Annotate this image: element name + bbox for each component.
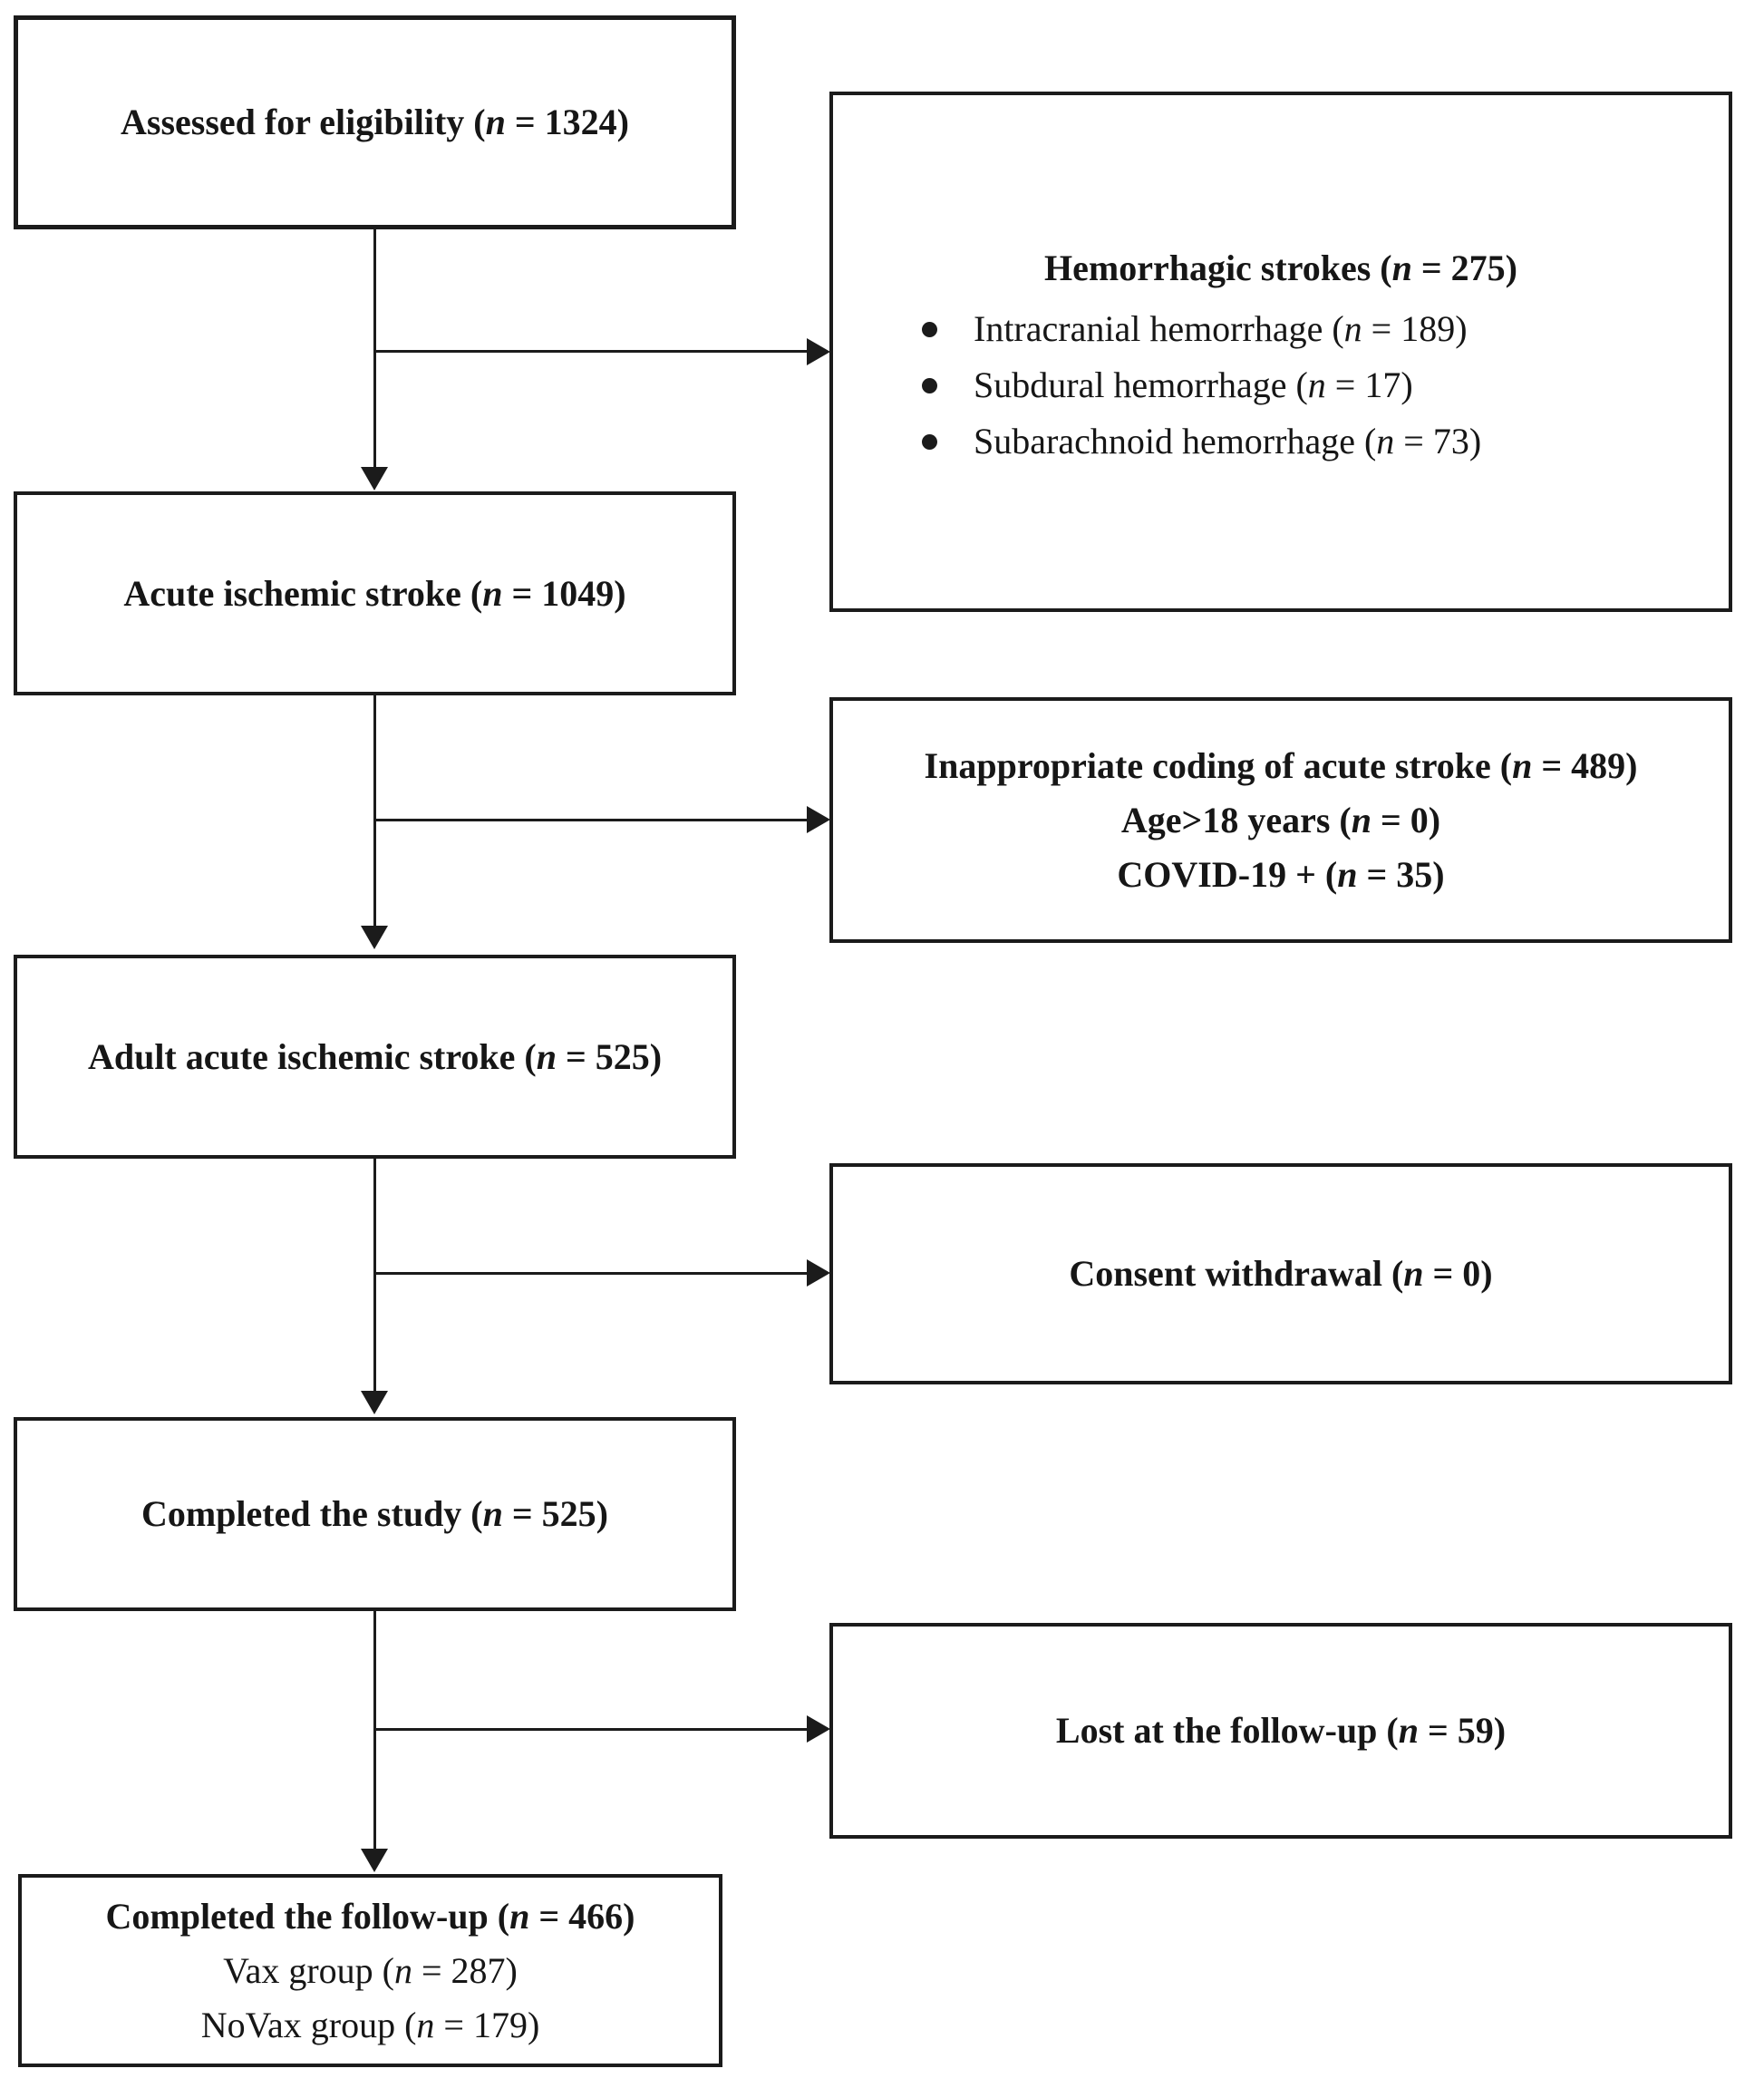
bullet-icon — [922, 433, 937, 450]
subarachnoid-hemorrhage-label: Subarachnoid hemorrhage (n = 73) — [974, 421, 1482, 461]
arrowhead-down-1-icon — [361, 467, 388, 490]
branch-to-lost-followup — [373, 1728, 809, 1731]
inappropriate-coding-label: Inappropriate coding of acute stroke (n … — [924, 744, 1638, 786]
completed-study-label: Completed the study (n = 525) — [141, 1493, 609, 1534]
branch-to-inappropriate-coding — [373, 819, 809, 821]
branch-to-hemorrhagic — [373, 350, 809, 353]
consent-withdrawal-label: Consent withdrawal (n = 0) — [1069, 1253, 1493, 1294]
hemorrhagic-strokes-title: Hemorrhagic strokes (n = 275) — [1044, 248, 1517, 288]
bullet-icon — [922, 377, 937, 393]
subdural-hemorrhage-label: Subdural hemorrhage (n = 17) — [974, 364, 1413, 405]
bullet-item-intracranial: Intracranial hemorrhage (n = 189) — [922, 308, 1468, 350]
arrowhead-right-2-icon — [807, 806, 830, 833]
covid-positive-label: COVID-19 + (n = 35) — [1117, 853, 1445, 895]
box-adult-acute-ischemic-stroke: Adult acute ischemic stroke (n = 525) — [14, 955, 736, 1159]
connector-down-2 — [373, 695, 376, 929]
box-inappropriate-coding: Inappropriate coding of acute stroke (n … — [829, 697, 1732, 943]
box-completed-study: Completed the study (n = 525) — [14, 1417, 736, 1611]
intracranial-hemorrhage-label: Intracranial hemorrhage (n = 189) — [974, 308, 1468, 349]
assessed-eligibility-label: Assessed for eligibility (n = 1324) — [121, 102, 629, 142]
arrowhead-right-1-icon — [807, 338, 830, 365]
arrowhead-down-3-icon — [361, 1391, 388, 1414]
bullet-item-subarachnoid: Subarachnoid hemorrhage (n = 73) — [922, 421, 1481, 462]
bullet-icon — [922, 321, 937, 337]
arrowhead-right-3-icon — [807, 1259, 830, 1287]
box-acute-ischemic-stroke: Acute ischemic stroke (n = 1049) — [14, 491, 736, 695]
box-lost-followup: Lost at the follow-up (n = 59) — [829, 1623, 1732, 1839]
box-completed-followup: Completed the follow-up (n = 466) Vax gr… — [18, 1874, 722, 2067]
branch-to-consent-withdrawal — [373, 1272, 809, 1275]
bullet-item-subdural: Subdural hemorrhage (n = 17) — [922, 364, 1413, 406]
age-over-18-label: Age>18 years (n = 0) — [1120, 799, 1441, 840]
box-assessed-eligibility: Assessed for eligibility (n = 1324) — [14, 15, 736, 229]
arrowhead-down-4-icon — [361, 1849, 388, 1872]
novax-group-label: NoVax group (n = 179) — [200, 2004, 540, 2045]
connector-down-3 — [373, 1159, 376, 1394]
lost-followup-label: Lost at the follow-up (n = 59) — [1055, 1710, 1507, 1751]
completed-followup-title: Completed the follow-up (n = 466) — [105, 1895, 635, 1937]
connector-down-4 — [373, 1611, 376, 1852]
adult-acute-ischemic-stroke-label: Adult acute ischemic stroke (n = 525) — [87, 1035, 663, 1077]
arrowhead-right-4-icon — [807, 1715, 830, 1743]
box-consent-withdrawal: Consent withdrawal (n = 0) — [829, 1163, 1732, 1384]
vax-group-label: Vax group (n = 287) — [223, 1949, 518, 1991]
acute-ischemic-stroke-label: Acute ischemic stroke (n = 1049) — [123, 572, 626, 614]
arrowhead-down-2-icon — [361, 926, 388, 949]
hemorrhagic-bullet-list: Intracranial hemorrhage (n = 189) Subdur… — [900, 308, 1662, 462]
box-hemorrhagic-strokes: Hemorrhagic strokes (n = 275) Intracrani… — [829, 92, 1732, 612]
